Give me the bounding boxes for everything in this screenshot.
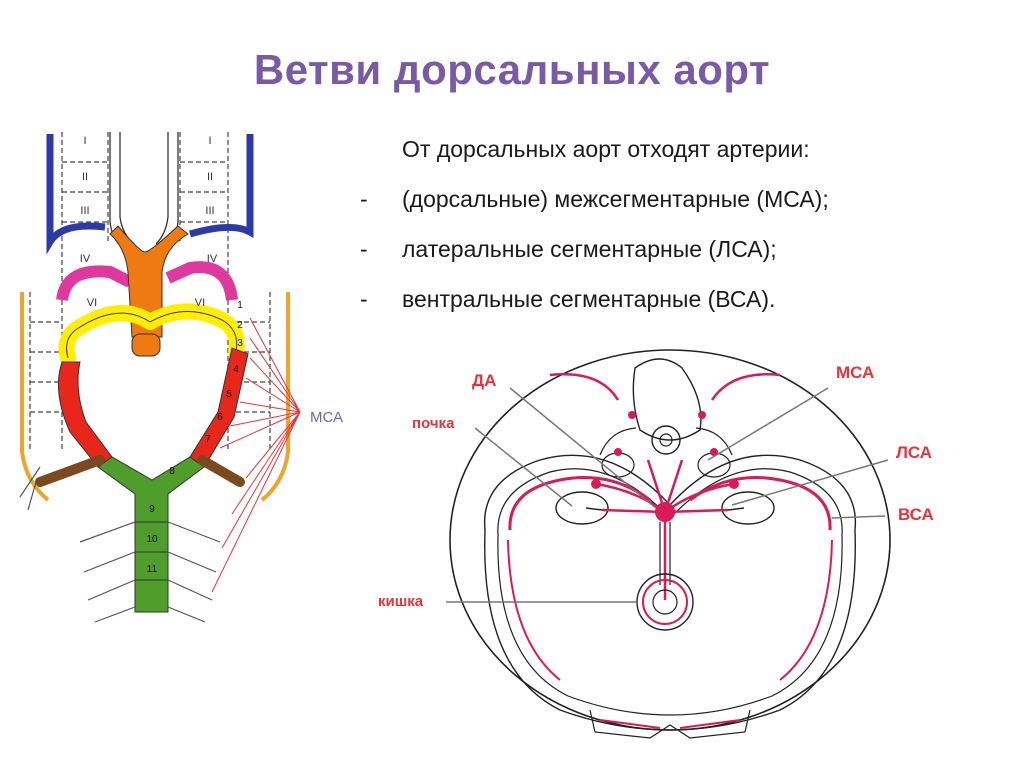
segment-number: 10 [146,534,158,545]
fused-aorta-green [97,456,205,613]
bullet-text: латеральные сегментарные (ЛСА); [402,236,777,262]
slide-title: Ветви дорсальных аорт [253,46,771,93]
lower-ribs [19,466,221,623]
arch-label-iii-right: III [205,205,214,217]
label-lsa: ЛСА [896,443,932,462]
arch-label-iii: III [80,205,89,217]
arch-label-iv-right: IV [207,253,218,265]
segment-number: 11 [147,564,158,575]
kidney-left [555,491,609,525]
truncus-base [131,333,161,357]
segment-number: 1 [237,300,243,311]
segment-number: 5 [226,389,232,400]
vsa-wall-left [508,476,651,531]
kidney-right [721,491,775,525]
segment-number: 3 [237,338,243,349]
label-vsa: ВСА [898,505,934,524]
arch-label-i: I [83,135,86,147]
body-cavity [483,454,857,731]
segmental-branch-left-brown [35,455,105,487]
segment-number: 7 [205,434,211,445]
arch-label-iv: IV [80,253,91,265]
segment-number: 6 [217,412,223,423]
arch-iv-right-magenta [165,261,238,301]
cross-section-diagram: ДА МСА почка ЛСА ВСА кишка [378,349,934,739]
bullet-dash: - [360,186,368,212]
bullet-item: - вентральные сегментарные (ВСА). [360,274,1000,324]
segment-number: 4 [233,364,239,375]
aorta-branches [595,459,735,600]
text-block: От дорсальных аорт отходят артерии: - (д… [360,124,1000,324]
segment-number: 9 [149,504,155,515]
bullet-dash: - [360,236,368,262]
bullet-text: вентральные сегментарные (ВСА). [402,286,776,312]
bullet-dash: - [360,286,368,312]
dorsal-aorta-left-red [57,361,113,468]
label-msa: МСА [836,363,874,382]
gut [636,573,694,631]
intro-text: От дорсальных аорт отходят артерии: [402,136,810,162]
arch-iii-right-blue [189,134,254,238]
bullet-text: (дорсальные) межсегментарные (МСА); [402,186,829,212]
msa-label-left: МСА [310,409,343,426]
label-kishka: кишка [378,593,424,610]
arch-label-vi-right: VI [195,297,205,309]
arch-iv-left-magenta [56,265,133,302]
truncus-orange [109,225,189,338]
arch-iii-left-blue [46,134,106,255]
vsa-wall-right [689,476,832,531]
pointer-lines [446,387,889,603]
segmental-branch-right-brown [197,455,245,487]
segment-number: 2 [237,320,243,331]
segment-number: 8 [169,466,175,477]
arch-label-vi: VI [87,297,97,309]
aortic-arches-diagram: I I II II III III IV IV VI VI 1 2 3 4 5 … [19,132,343,623]
arch-label-ii: II [82,171,88,183]
label-pochka: почка [412,415,455,432]
intersegmental-lines [20,292,290,502]
bullet-item: - латеральные сегментарные (ЛСА); [360,224,1000,274]
arch-label-i-right: I [208,135,211,147]
msa-pointer-lines [211,317,301,593]
arch-label-ii-right: II [207,171,213,183]
bullet-item: - (дорсальные) межсегментарные (МСА); [360,174,1000,224]
dorsal-aorta-right-red [189,347,249,468]
neural-tube [632,358,702,441]
label-da: ДА [472,371,496,390]
